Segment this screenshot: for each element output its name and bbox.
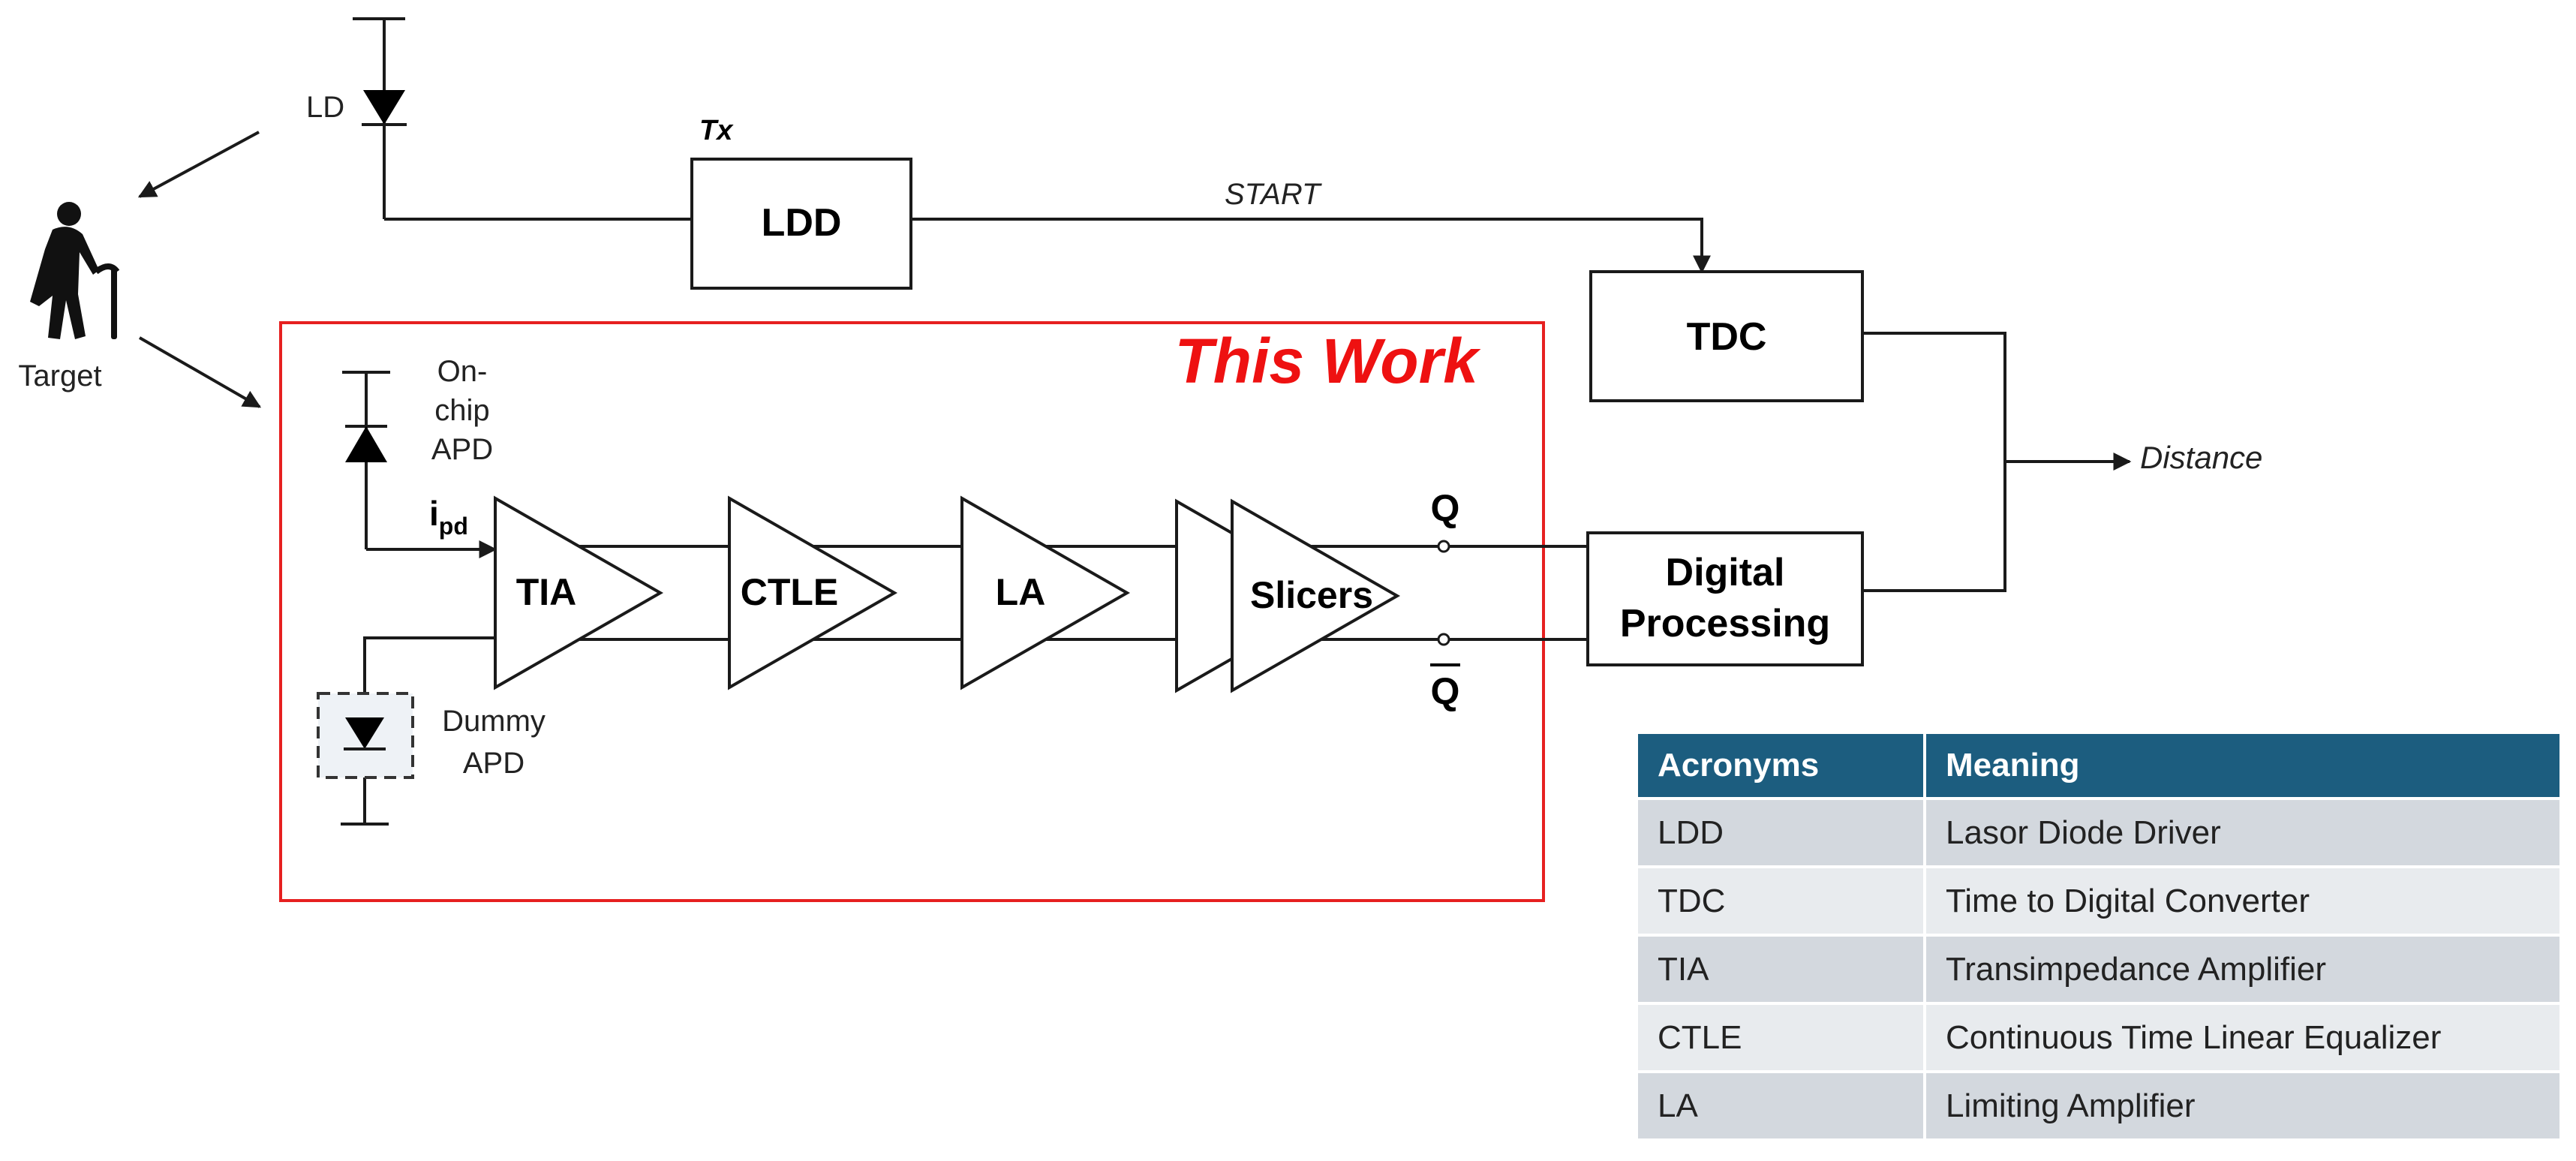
q-label: Q <box>1431 487 1460 529</box>
acronym-cell: TIA <box>1638 934 1926 1003</box>
slicers-label: Slicers <box>1250 574 1373 616</box>
table-row: CTLE Continuous Time Linear Equalizer <box>1638 1002 2562 1072</box>
digital-processing-line-2: Processing <box>1620 602 1830 645</box>
acronym-header: Acronyms <box>1638 734 1926 799</box>
qbar-node <box>1437 633 1450 646</box>
onchip-apd-line-3: APD <box>431 433 493 466</box>
onchip-apd <box>342 371 390 549</box>
meaning-cell: Transimpedance Amplifier <box>1925 934 2562 1003</box>
ipd-label: ipd <box>429 494 468 540</box>
meaning-cell: Continuous Time Linear Equalizer <box>1925 1002 2562 1072</box>
target-to-apd-arrow <box>139 336 262 408</box>
start-label: START <box>1225 178 1322 211</box>
this-work-label: This Work <box>1175 326 1482 396</box>
start-wire <box>911 218 1711 274</box>
la-amplifier <box>960 495 1131 690</box>
table-row: TIA Transimpedance Amplifier <box>1638 934 2562 1003</box>
digital-processing-block <box>1586 531 1864 666</box>
slicer-front <box>1231 498 1401 693</box>
acronym-cell: TDC <box>1638 865 1926 935</box>
tdc-block <box>1589 270 1864 402</box>
tia-amplifier <box>494 495 664 690</box>
laser-diode <box>353 17 407 219</box>
dummy-apd-line-2: APD <box>463 747 525 780</box>
output-combine-wire <box>1862 332 2006 592</box>
acronym-table-header-row: Acronyms Meaning <box>1638 734 2562 799</box>
tx-label: Tx <box>699 115 734 146</box>
laser-to-target-arrow <box>137 131 260 198</box>
ldd-label: LDD <box>762 201 842 245</box>
acronym-cell: LDD <box>1638 797 1926 867</box>
acronym-table: Acronyms Meaning LDD Lasor Diode Driver … <box>1638 734 2562 1138</box>
ldd-block <box>690 158 912 290</box>
onchip-apd-line-2: chip <box>434 394 489 427</box>
table-row: LA Limiting Amplifier <box>1638 1070 2562 1138</box>
ctle-label: CTLE <box>741 571 839 613</box>
table-row: TDC Time to Digital Converter <box>1638 865 2562 935</box>
meaning-cell: Limiting Amplifier <box>1925 1070 2562 1138</box>
meaning-cell: Lasor Diode Driver <box>1925 797 2562 867</box>
this-work-frame <box>279 321 1545 902</box>
onchip-apd-line-1: On- <box>437 355 488 388</box>
tia-label: TIA <box>516 571 577 613</box>
dummy-apd <box>317 636 495 826</box>
qbar-label: Q <box>1431 670 1460 712</box>
ld-label: LD <box>306 91 344 124</box>
elderly-person-icon <box>30 202 120 339</box>
la-label: LA <box>996 571 1046 613</box>
acronym-cell: CTLE <box>1638 1002 1926 1072</box>
digital-processing-line-1: Digital <box>1666 551 1785 594</box>
ctle-amplifier <box>728 495 898 690</box>
table-row: LDD Lasor Diode Driver <box>1638 797 2562 867</box>
dummy-apd-line-1: Dummy <box>442 705 546 738</box>
acronym-cell: LA <box>1638 1070 1926 1138</box>
q-node <box>1437 540 1450 553</box>
meaning-cell: Time to Digital Converter <box>1925 865 2562 935</box>
target-label: Target <box>18 359 101 393</box>
meaning-header: Meaning <box>1925 734 2562 799</box>
distance-label: Distance <box>2140 440 2262 475</box>
tdc-label: TDC <box>1687 315 1767 359</box>
